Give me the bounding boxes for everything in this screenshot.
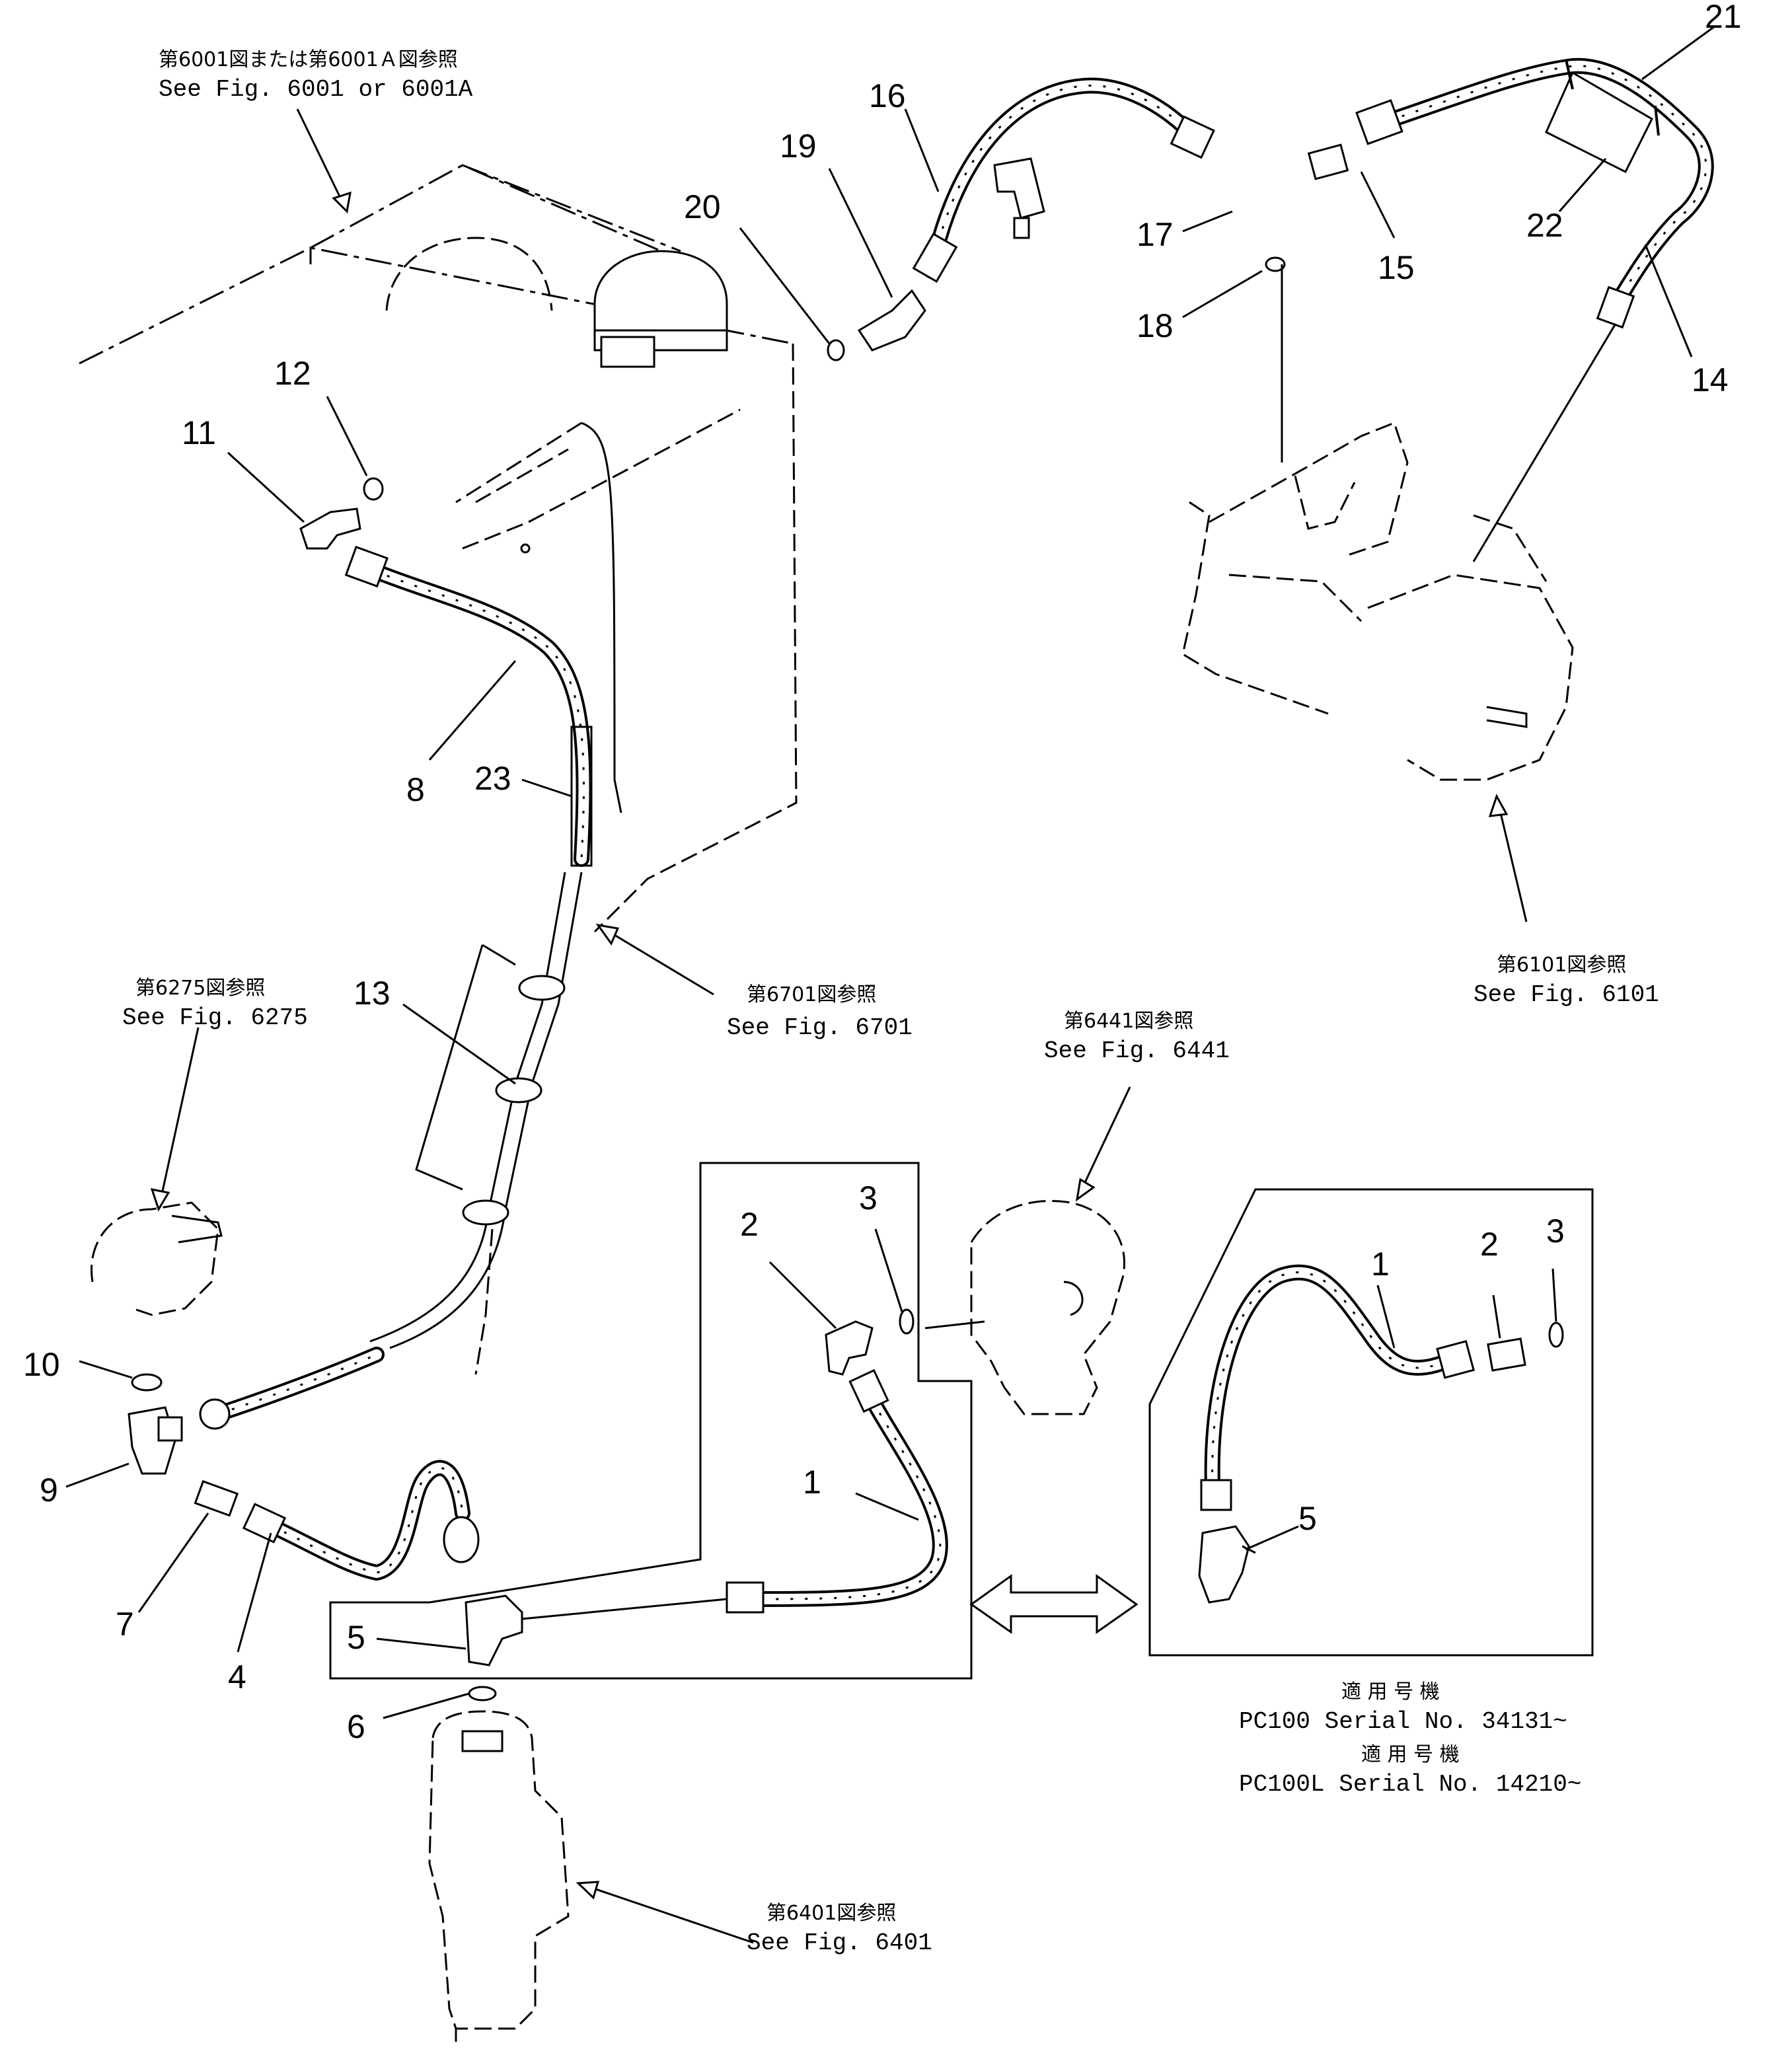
part-label-20: 20 (684, 188, 721, 225)
lower-left-fittings (91, 1201, 480, 1581)
serial-applicability: 適 用 号 機 PC100 Serial No. 34131~ 適 用 号 機 … (1239, 1680, 1581, 1798)
serial-pc100l-jp: 適 用 号 機 (1361, 1743, 1460, 1766)
part-label-5-right: 5 (1298, 1500, 1317, 1537)
ref-6275-en: See Fig. 6275 (122, 1004, 308, 1031)
ref-6441-en: See Fig. 6441 (1044, 1037, 1230, 1065)
figure-references: 第6001図または第6001Ａ図参照 See Fig. 6001 or 6001… (122, 48, 1659, 1957)
serial-pc100l: PC100L Serial No. 14210~ (1239, 1771, 1581, 1798)
part-label-12: 12 (274, 355, 311, 392)
part-label-11: 11 (182, 414, 216, 451)
ref-6001-en: See Fig. 6001 or 6001A (159, 76, 473, 103)
part-label-3-center: 3 (859, 1179, 877, 1216)
part-label-4: 4 (228, 1659, 246, 1696)
ref-6441-jp: 第6441図参照 (1064, 1010, 1193, 1033)
part-label-17: 17 (1137, 216, 1174, 253)
part-label-22: 22 (1526, 207, 1563, 244)
part-label-3-right: 3 (1546, 1213, 1565, 1250)
ref-6275-jp: 第6275図参照 (135, 977, 265, 1000)
part-label-6: 6 (347, 1708, 365, 1745)
part-label-10: 10 (23, 1346, 60, 1383)
part-label-5-center: 5 (347, 1619, 365, 1656)
part-label-15: 15 (1378, 249, 1415, 286)
part-label-1-center: 1 (803, 1464, 821, 1501)
part-label-18: 18 (1137, 307, 1174, 344)
hydraulic-tank (79, 164, 798, 933)
ref-6401-en: See Fig. 6401 (747, 1929, 932, 1957)
part-label-19: 19 (780, 128, 817, 165)
ref-6701-en: See Fig. 6701 (727, 1014, 913, 1041)
ref-6401-jp: 第6401図参照 (766, 1902, 896, 1925)
control-valve (428, 1710, 570, 2042)
part-label-2-center: 2 (740, 1206, 759, 1243)
upper-hose-assembly (827, 57, 1714, 361)
serial-pc100: PC100 Serial No. 34131~ (1239, 1708, 1567, 1735)
part-label-2-right: 2 (1480, 1226, 1499, 1263)
ref-6101-en: See Fig. 6101 (1474, 981, 1659, 1008)
ref-6101-jp: 第6101図参照 (1497, 954, 1626, 977)
center-detail-box (329, 1162, 1125, 1702)
part-label-16: 16 (869, 77, 906, 114)
alternate-detail-box (1148, 1188, 1594, 1657)
part-label-14: 14 (1692, 361, 1729, 398)
serial-pc100-jp: 適 用 号 機 (1341, 1680, 1440, 1703)
part-label-1-right: 1 (1371, 1246, 1390, 1283)
part-label-13: 13 (354, 975, 391, 1012)
part-number-labels: 21 16 19 20 17 15 22 18 14 12 11 8 23 13… (23, 0, 1742, 1745)
part-label-8: 8 (406, 771, 425, 808)
main-pump (1181, 264, 1617, 781)
double-arrow (969, 1574, 1139, 1634)
part-label-23: 23 (474, 760, 511, 797)
return-hose-assembly (299, 477, 593, 1375)
part-label-9: 9 (40, 1472, 58, 1509)
part-label-21: 21 (1705, 0, 1742, 35)
ref-6701-jp: 第6701図参照 (747, 983, 876, 1006)
leader-lines (65, 25, 1715, 1944)
part-label-7: 7 (116, 1606, 134, 1643)
ref-6001-jp: 第6001図または第6001Ａ図参照 (159, 48, 458, 71)
